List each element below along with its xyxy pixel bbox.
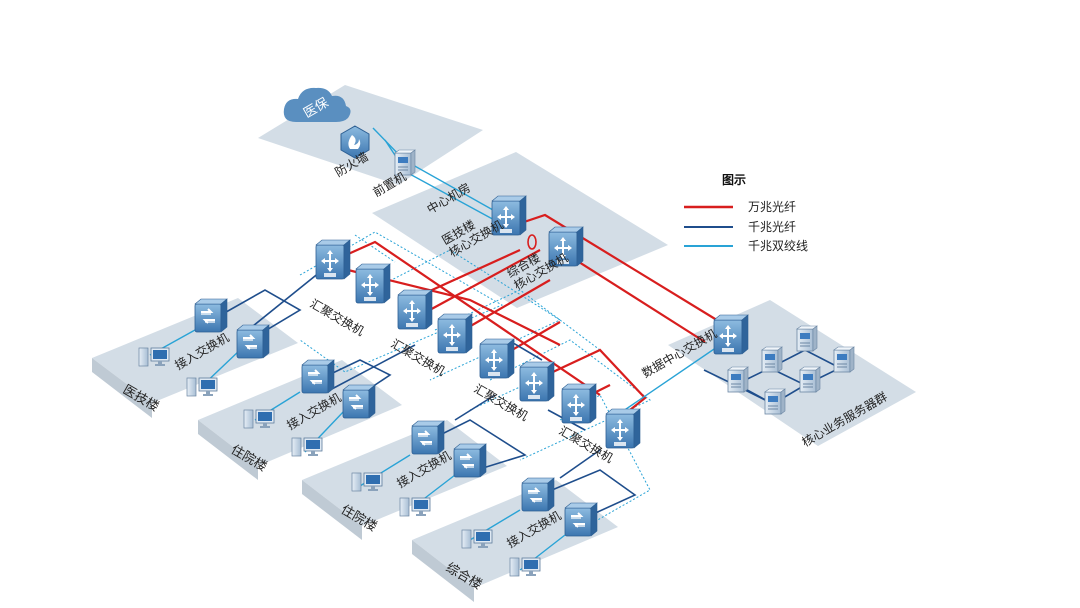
legend-title: 图示 — [722, 173, 746, 187]
legend-label-1g-fiber: 千兆光纤 — [748, 220, 796, 234]
agg-switch-icon-1a — [315, 239, 351, 280]
building-platform-3 — [302, 420, 507, 526]
server-icon-3 — [796, 325, 818, 352]
acc-switch-icon-1a — [194, 298, 228, 333]
agg-switch-icon-4b — [605, 408, 641, 449]
pc-icon-3b — [399, 497, 431, 517]
server-icon-4 — [799, 366, 821, 393]
pc-icon-4b — [509, 557, 541, 577]
legend: 图示 万兆光纤 千兆光纤 千兆双绞线 — [684, 173, 808, 253]
building-platform-2-edge — [198, 420, 258, 480]
devices — [138, 125, 855, 577]
server-icon-2 — [761, 346, 783, 373]
pc-icon-1b — [186, 377, 218, 397]
cloud-yibao: 医保 — [283, 87, 351, 122]
agg-switch-icon-2b — [437, 313, 473, 354]
acc-switch-icon-3a — [411, 420, 445, 455]
building-platform-3-edge — [302, 480, 362, 540]
agg-switch-icon-2a — [397, 289, 433, 330]
building-platform-1 — [92, 298, 298, 403]
datacenter-switch-icon — [713, 314, 749, 355]
building-platform-1-edge — [92, 358, 152, 418]
server-icon-6 — [764, 388, 786, 415]
legend-label-1g-tp: 千兆双绞线 — [748, 238, 808, 253]
building-platform-4-edge — [412, 540, 474, 602]
acc-switch-icon-2a — [301, 359, 335, 394]
server-icon-5 — [833, 346, 855, 373]
acc-switch-icon-4a — [521, 477, 555, 512]
acc-switch-icon-2b — [342, 384, 376, 419]
acc-switch-icon-4b — [564, 502, 598, 537]
legend-label-10g: 万兆光纤 — [748, 200, 796, 214]
firewall-icon — [340, 125, 370, 159]
agg-switch-icon-1b — [355, 263, 391, 304]
acc-switch-icon-3b — [453, 443, 487, 478]
agg-switch-icon-3a — [479, 338, 515, 379]
agg-switch-icon-3b — [519, 361, 555, 402]
acc-switch-icon-1b — [236, 324, 270, 359]
pc-icon-2b — [291, 437, 323, 457]
server-icon-1 — [727, 366, 749, 393]
agg-switch-icon-4a — [561, 383, 597, 424]
datacenter-platform — [668, 300, 916, 446]
